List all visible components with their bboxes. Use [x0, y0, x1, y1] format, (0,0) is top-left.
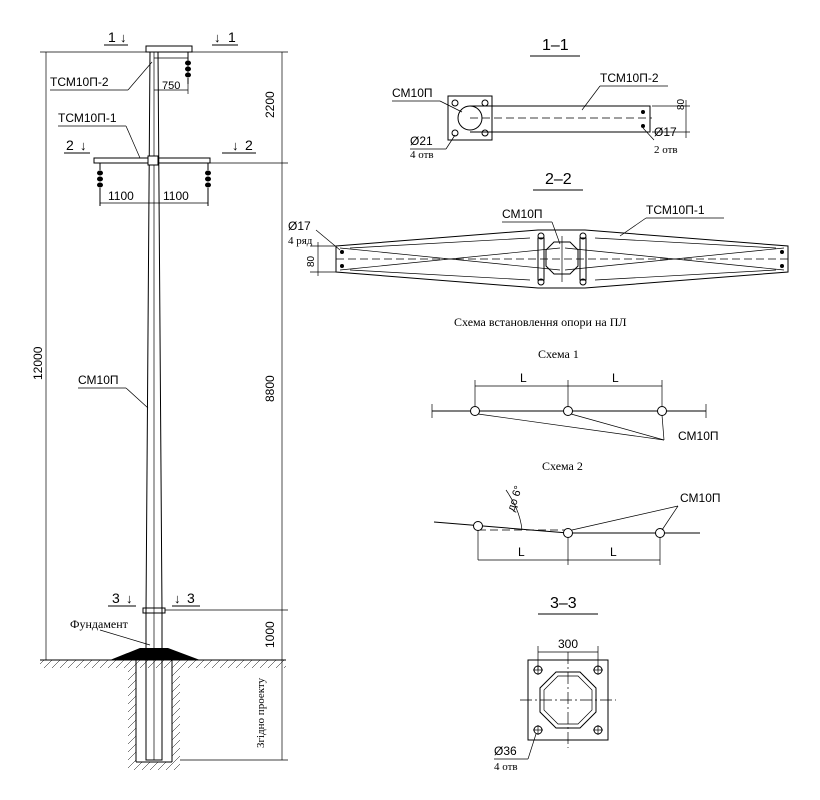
section-2-2-hole-count: 4 ряд — [288, 235, 313, 247]
foundation-label: Фундамент — [70, 617, 129, 631]
svg-text:↓: ↓ — [232, 138, 239, 153]
section-1-1-pole-label: СМ10П — [392, 86, 433, 100]
section-marker-2-right: ↓ 2 — [222, 137, 256, 154]
svg-text:↓: ↓ — [126, 591, 133, 606]
top-insulator — [185, 52, 191, 84]
pole-label: СМ10П — [78, 373, 119, 387]
right-insulator — [205, 163, 211, 206]
section-3-3-width: 300 — [558, 637, 578, 651]
left-insulator — [97, 163, 103, 206]
scheme-2-title: Схема 2 — [542, 459, 583, 473]
section-2-2-hole: Ø17 — [288, 219, 311, 233]
section-2-2-title: 2–2 — [545, 171, 572, 188]
schemes-heading: Схема встановлення опори на ПЛ — [454, 315, 627, 329]
section-marker-1-left: 1 ↓ — [104, 29, 128, 46]
foundation-mound — [110, 648, 200, 660]
svg-text:↓: ↓ — [174, 591, 181, 606]
dim-2200: 2200 — [263, 91, 277, 118]
dim-12000: 12000 — [31, 346, 45, 380]
section-3-3-title: 3–3 — [550, 595, 577, 612]
section-3-3: 3–3 300 Ø36 4 отв — [494, 595, 616, 773]
svg-text:↓: ↓ — [80, 138, 87, 153]
section-1-1-width: 80 — [676, 98, 687, 110]
section-1-1-arm-label: ТСМ10П-2 — [600, 71, 659, 85]
top-cap — [145, 45, 193, 53]
section-marker-3-left: 3 ↓ — [108, 590, 136, 607]
dim-1000: 1000 — [263, 621, 277, 648]
svg-text:1: 1 — [108, 29, 116, 45]
scheme-2-L1: L — [518, 545, 525, 559]
scheme-1-L1: L — [520, 371, 527, 385]
scheme-1-label: СМ10П — [678, 429, 719, 443]
svg-text:↓: ↓ — [120, 30, 127, 45]
base-collar — [142, 607, 166, 614]
scheme-2-angle: до 6° — [505, 484, 524, 513]
scheme-2-label: СМ10П — [680, 491, 721, 505]
arm-mid-label: ТСМ10П-1 — [58, 111, 117, 125]
section-marker-1-right: ↓ 1 — [212, 29, 238, 46]
dim-750: 750 — [162, 80, 180, 92]
dim-8800: 8800 — [263, 375, 277, 402]
pole-elevation: 750 1100 1100 — [31, 29, 288, 770]
scheme-1-title: Схема 1 — [538, 347, 579, 361]
svg-text:3: 3 — [112, 590, 120, 606]
section-2-2: 2–2 80 Ø17 4 ряд СМ10П ТСМ10П-1 — [288, 171, 790, 289]
scheme-2-L2: L — [610, 545, 617, 559]
arm-top-label: ТСМ10П-2 — [50, 75, 109, 89]
section-1-1-title: 1–1 — [542, 37, 569, 54]
section-1-1-hole-left-count: 4 отв — [410, 149, 434, 161]
section-2-2-pole-label: СМ10П — [502, 207, 543, 221]
pole-shaft — [145, 51, 163, 613]
section-3-3-hole: Ø36 — [494, 744, 517, 758]
svg-text:1: 1 — [228, 29, 236, 45]
svg-text:↓: ↓ — [214, 30, 221, 45]
dim-1100-right: 1100 — [163, 189, 189, 203]
scheme-2-line-left — [433, 521, 569, 534]
section-2-2-width: 80 — [306, 255, 317, 267]
dim-1100-left: 1100 — [108, 189, 134, 203]
section-1-1-hole-right-count: 2 отв — [654, 144, 678, 156]
section-1-1: 1–1 80 СМ10П ТСМ10П-2 Ø21 4 отв Ø17 2 от… — [392, 37, 690, 161]
section-2-2-arm-label: ТСМ10П-1 — [646, 203, 705, 217]
installation-schemes: Схема встановлення опори на ПЛ Схема 1 L… — [431, 315, 721, 565]
section-marker-3-right: ↓ 3 — [172, 590, 200, 607]
svg-text:2: 2 — [245, 137, 253, 153]
svg-text:2: 2 — [66, 137, 74, 153]
as-per-project-label: Згідно проекту — [255, 677, 267, 748]
section-marker-2-left: 2 ↓ — [64, 137, 90, 154]
section-1-1-hole-right: Ø17 — [654, 125, 677, 139]
svg-text:3: 3 — [187, 590, 195, 606]
scheme-1-L2: L — [612, 371, 619, 385]
section-3-3-hole-count: 4 отв — [494, 761, 518, 773]
section-1-1-hole-left: Ø21 — [410, 134, 433, 148]
